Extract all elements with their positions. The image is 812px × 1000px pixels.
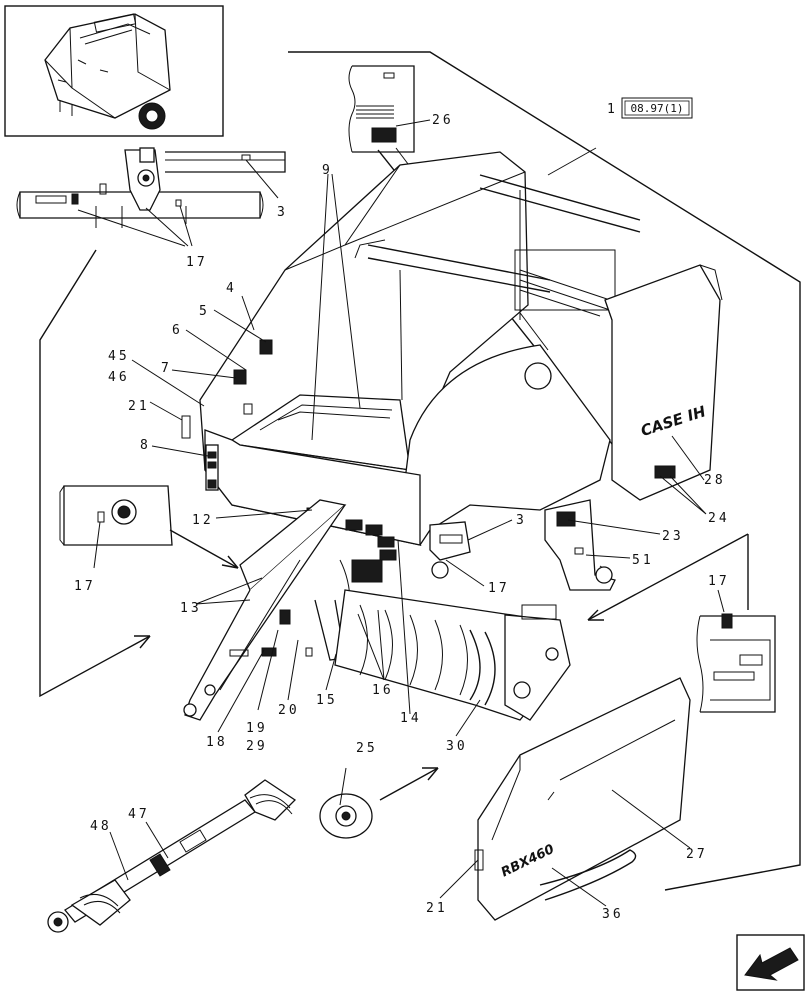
callout-24: 24 (708, 511, 730, 526)
callout-29: 29 (246, 739, 268, 754)
next-page-arrow-icon[interactable] (736, 934, 805, 991)
callout-4: 4 (226, 281, 237, 296)
shield-disc (319, 767, 373, 839)
callout-46: 46 (108, 370, 130, 385)
reference-box (621, 97, 693, 119)
pto-driveshaft (47, 779, 297, 933)
baler-body: CASE IH (181, 151, 723, 591)
callout-7: 7 (161, 361, 172, 376)
callout-48: 48 (90, 819, 112, 834)
pickup (334, 589, 571, 721)
callout-14: 14 (400, 711, 422, 726)
callout-21: 21 (128, 399, 150, 414)
callout-17-top: 17 (186, 255, 208, 270)
callout-36: 36 (602, 907, 624, 922)
leader-lines (131, 173, 707, 907)
callout-3-front: 3 (516, 513, 527, 528)
callout-20: 20 (278, 703, 300, 718)
side-shield: RBX460 (474, 677, 691, 921)
callout-5: 5 (199, 304, 210, 319)
callout-9: 9 (322, 163, 333, 178)
callout-19: 19 (246, 721, 268, 736)
reference-leader-1: 08.97(1) 1 (288, 51, 801, 891)
callout-28: 28 (704, 473, 726, 488)
callout-1: 1 (607, 102, 618, 117)
callout-23: 23 (662, 529, 684, 544)
overview-thumbnail (4, 5, 224, 137)
callout-26: 26 (432, 113, 454, 128)
decal-block (345, 519, 363, 531)
reference-box-label: 08.97(1) (631, 102, 684, 115)
callout-15: 15 (316, 693, 338, 708)
callout-45: 45 (108, 349, 130, 364)
callout-8: 8 (140, 438, 151, 453)
callouts: 9 4 5 6 45 46 7 21 8 12 3 17 23 28 24 51… (90, 163, 730, 922)
drawbar (183, 499, 351, 721)
callout-3-top: 3 (277, 205, 288, 220)
detail-frame-rail: 3 17 (16, 147, 288, 270)
callout-17-front: 17 (488, 581, 510, 596)
callout-17-right: 17 (708, 574, 730, 589)
callout-18: 18 (206, 735, 228, 750)
bracket-lines (39, 249, 749, 801)
detail-right-decal: 17 (696, 574, 776, 713)
detail-left-decal: 17 (59, 485, 239, 594)
callout-12: 12 (192, 513, 214, 528)
callout-51: 51 (632, 553, 654, 568)
callout-25: 25 (356, 741, 378, 756)
callout-13: 13 (180, 601, 202, 616)
callout-27: 27 (686, 847, 708, 862)
callout-17-left: 17 (74, 579, 96, 594)
callout-47: 47 (128, 807, 150, 822)
callout-16: 16 (372, 683, 394, 698)
callout-6: 6 (172, 323, 183, 338)
callout-30: 30 (446, 739, 468, 754)
callout-21-shield: 21 (426, 901, 448, 916)
